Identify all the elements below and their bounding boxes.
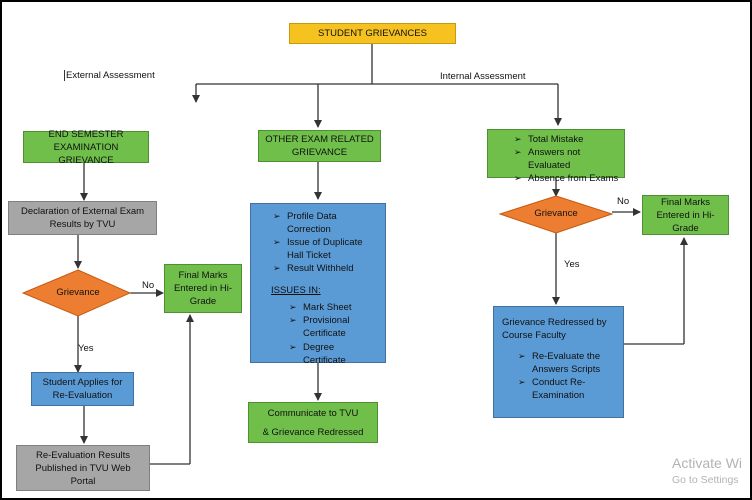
re-evaluation-published-label: Re-Evaluation Results Published in TVU W… (35, 449, 131, 487)
list-item: Degree Certificate (287, 341, 379, 367)
other-exam-grievance-box: OTHER EXAM RELATED GRIEVANCE (258, 130, 381, 162)
list-item: Absence from Exams (512, 172, 620, 185)
watermark-line1: Activate Wi (672, 455, 743, 471)
declaration-label: Declaration of External Exam Results by … (20, 206, 145, 230)
watermark-line2: Go to Settings (672, 474, 739, 486)
list-item: Mark Sheet (287, 301, 379, 314)
external-final-marks-label: Final Marks Entered in Hi-Grade (173, 270, 233, 307)
student-applies-label: Student Applies for Re-Evaluation (42, 377, 123, 401)
issues-heading: ISSUES IN: (271, 285, 321, 296)
internal-issues-box: Total Mistake Answers not Evaluated Abse… (487, 129, 625, 185)
redressed-actions-list: Re-Evaluate the Answers Scripts Conduct … (516, 350, 617, 402)
page-title: STUDENT GRIEVANCES (318, 28, 427, 39)
list-item: Provisional Certificate (287, 314, 379, 340)
other-items-list: Profile Data Correction Issue of Duplica… (271, 210, 379, 275)
external-final-marks-box: Final Marks Entered in Hi-Grade (164, 264, 242, 313)
external-assessment-label: External Assessment (64, 70, 155, 81)
internal-grievance-label: Grievance (534, 208, 578, 219)
list-item: Issue of Duplicate Hall Ticket (271, 236, 379, 262)
activation-watermark: Activate Wi Go to Settings (672, 455, 742, 486)
internal-no-label: No (617, 196, 630, 207)
internal-yes-label: Yes (564, 259, 580, 270)
communicate-box: Communicate to TVU & Grievance Redressed (248, 402, 378, 443)
list-item: Total Mistake (512, 133, 620, 146)
communicate-line2: & Grievance Redressed (262, 426, 364, 438)
declaration-box: Declaration of External Exam Results by … (8, 201, 157, 235)
external-yes-label: Yes (78, 343, 94, 354)
list-item: Profile Data Correction (271, 210, 379, 236)
end-semester-grievance-box: END SEMESTER EXAMINATION GRIEVANCE (23, 129, 149, 166)
grievance-redressed-heading: Grievance Redressed by Course Faculty (502, 317, 607, 341)
internal-assessment-label: Internal Assessment (440, 71, 526, 82)
internal-items-list: Total Mistake Answers not Evaluated Abse… (512, 133, 620, 185)
external-grievance-label: Grievance (56, 287, 100, 298)
list-item: Result Withheld (271, 262, 379, 275)
title-box: STUDENT GRIEVANCES (289, 23, 456, 44)
list-item: Re-Evaluate the Answers Scripts (516, 350, 617, 376)
internal-final-marks-label: Final Marks Entered in Hi-Grade (656, 196, 715, 234)
end-semester-grievance-label: END SEMESTER EXAMINATION GRIEVANCE (48, 128, 124, 166)
internal-grievance-diamond (498, 195, 614, 234)
list-item: Conduct Re-Examination (516, 376, 617, 402)
re-evaluation-published-box: Re-Evaluation Results Published in TVU W… (16, 445, 150, 491)
student-applies-box: Student Applies for Re-Evaluation (31, 372, 134, 406)
internal-final-marks-box: Final Marks Entered in Hi-Grade (642, 195, 729, 235)
external-grievance-diamond (21, 269, 132, 317)
communicate-line1: Communicate to TVU (267, 407, 359, 419)
external-no-label: No (142, 280, 155, 291)
other-exam-grievance-label: OTHER EXAM RELATED GRIEVANCE (265, 134, 374, 158)
issues-list: Mark Sheet Provisional Certificate Degre… (287, 301, 379, 367)
other-issues-box: Profile Data Correction Issue of Duplica… (250, 203, 386, 366)
list-item: Answers not Evaluated (512, 146, 620, 172)
grievance-redressed-box: Grievance Redressed by Course Faculty Re… (493, 306, 624, 418)
